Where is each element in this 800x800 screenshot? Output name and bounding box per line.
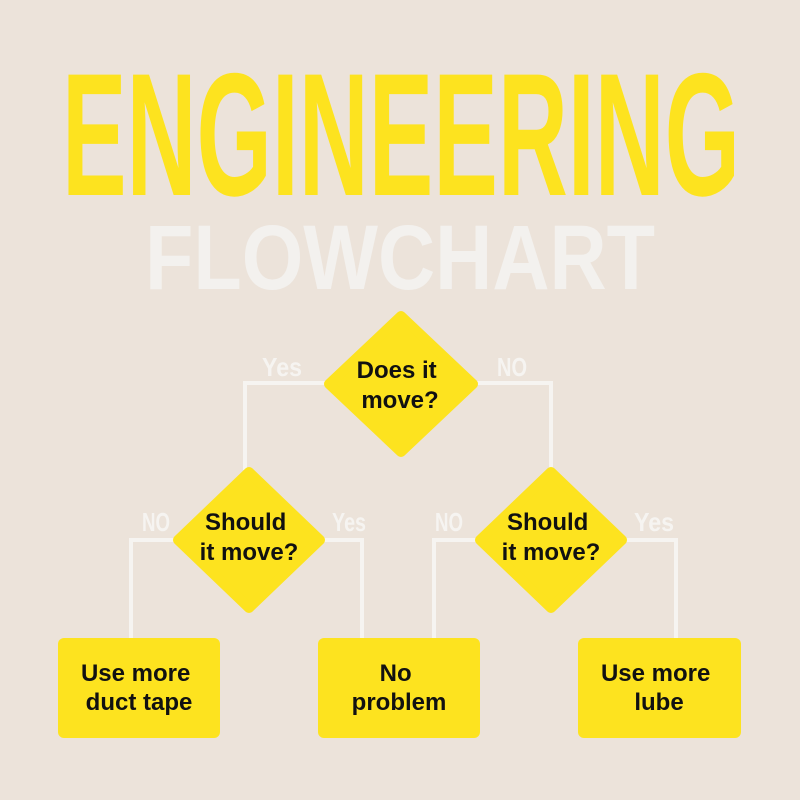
decision-root-label: Does it move? [357,357,444,414]
label-line: it move? [200,539,299,566]
edge-label-yes: Yes [634,507,674,537]
label-line: lube [634,689,683,716]
label-line: it move? [502,539,601,566]
edge-root-right [472,381,553,470]
label-line: move? [361,387,438,414]
edge-root-left [243,381,330,470]
label-line: Should [205,509,286,536]
decision-left [173,467,325,613]
outcome-duct-tape-label: Use more duct tape [81,660,197,716]
edge-left-out2 [320,538,364,640]
edge-label-yes: Yes [262,352,302,382]
label-line: duct tape [86,689,193,716]
edge-right-out3 [622,538,678,640]
edge-label-no: NO [142,507,170,537]
decision-right-label: Should it move? [502,509,601,566]
label-line: Use more [81,660,190,687]
label-line: problem [352,689,447,716]
outcome-duct-tape [58,638,220,738]
subtitle: FLOWCHART [145,207,655,309]
edge-label-no: NO [435,507,463,537]
edge-label-yes: Yes [332,507,366,537]
outcome-lube-label: Use more lube [601,660,717,716]
outcome-no-problem [318,638,480,738]
label-line: Should [507,509,588,536]
connectors [129,381,678,640]
edge-label-no: NO [497,352,527,382]
label-line: No [380,660,412,687]
edge-right-out2 [432,538,480,640]
decision-root [324,311,478,457]
title: ENGINEERING [62,38,740,233]
label-line: Use more [601,660,710,687]
decision-right [475,467,627,613]
outcome-lube [578,638,741,738]
outcome-no-problem-label: No problem [352,660,447,716]
label-line: Does it [357,357,437,384]
edge-left-out1 [129,538,178,640]
decision-left-label: Should it move? [200,509,299,566]
